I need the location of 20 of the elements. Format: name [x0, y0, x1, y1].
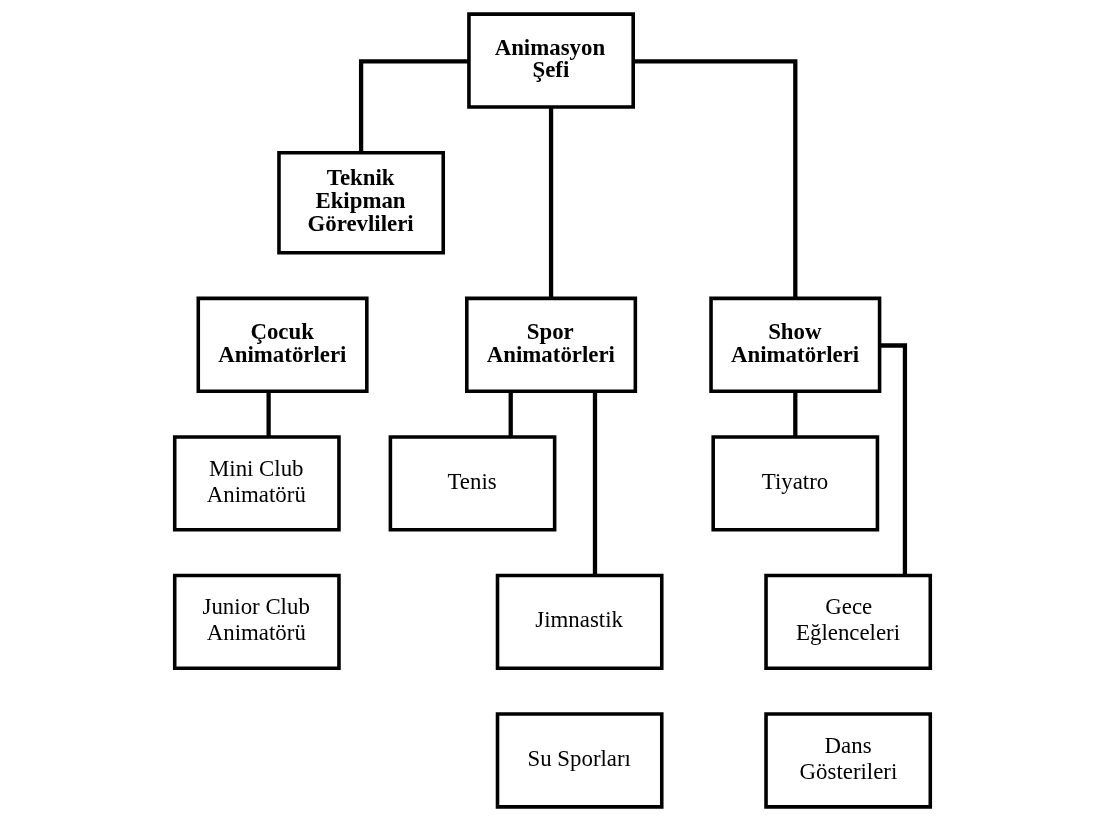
node-box: Dans Gösterileri — [764, 712, 933, 809]
connector — [358, 59, 469, 153]
node-box: Mini Club Animatörü — [172, 435, 341, 532]
node-box: Su Sporları — [495, 712, 664, 809]
node-box: Tenis — [388, 435, 557, 532]
node-box: Junior Club Animatörü — [172, 573, 341, 671]
node-box: Animasyon Şefi — [467, 12, 635, 109]
connector — [793, 391, 798, 437]
connector — [508, 391, 513, 437]
connector — [633, 59, 798, 298]
node-box: Teknik Ekipman Görevlileri — [277, 150, 445, 255]
node-box: Çocuk Animatörleri — [196, 296, 369, 393]
node-box: Tiyatro — [711, 435, 880, 532]
node-box: Spor Animatörleri — [465, 296, 638, 393]
node-box: Jimnastik — [495, 573, 664, 671]
connector — [266, 391, 271, 437]
connector — [592, 391, 598, 576]
node-box: Show Animatörleri — [709, 296, 882, 393]
node-box: Gece Eğlenceleri — [764, 573, 933, 671]
connector — [548, 107, 554, 299]
